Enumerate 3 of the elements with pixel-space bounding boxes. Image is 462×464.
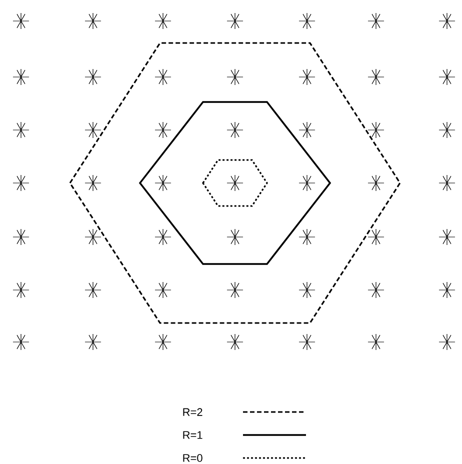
legend-label: R=1 (183, 431, 202, 439)
legend-label: R=0 (183, 454, 202, 462)
legend-label: R=2 (183, 408, 202, 416)
